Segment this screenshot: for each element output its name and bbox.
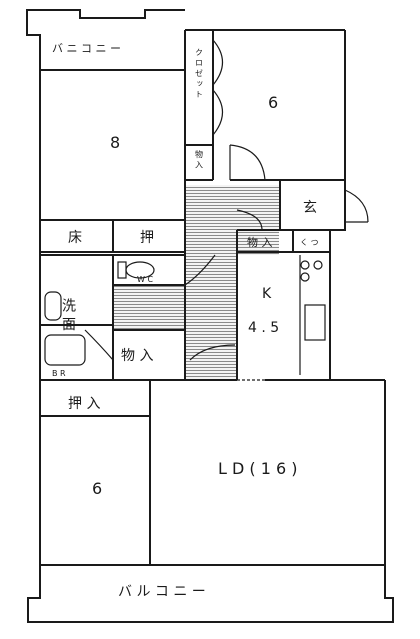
washbasin-icon — [44, 291, 62, 321]
room-6-top-label: 6 — [268, 93, 278, 112]
wc-door — [184, 254, 216, 286]
wash-label: 洗 面 — [60, 298, 76, 331]
storage-top-label: 物 入 — [195, 149, 204, 169]
storage-mid-door — [189, 344, 236, 361]
hallway-shading — [113, 185, 279, 380]
walls — [26, 9, 394, 623]
shoes-label: く つ — [300, 238, 319, 247]
entrance-label: 玄 — [303, 199, 317, 216]
hallway-vertical — [185, 255, 237, 380]
doors — [84, 39, 369, 381]
balcony-bottom-outline — [27, 565, 394, 623]
storage-kitchen-label: 物 入 — [247, 235, 273, 249]
stove-burner-icon-3 — [300, 272, 310, 282]
wash-door — [84, 329, 114, 361]
room-6-bottom-label: 6 — [92, 479, 102, 498]
balcony-bottom-label: バ ル コ ニ ー — [118, 584, 206, 600]
room-labels: バ ニ コ ニ ー ク ロ ゼ ッ ト 8 6 物 入 玄 床 押 物 入 く … — [52, 42, 319, 600]
closet-door-1 — [212, 39, 224, 86]
entrance-door — [344, 189, 369, 223]
tokonoma-label: 床 — [68, 230, 82, 246]
oshiire-top-label: 押 — [140, 230, 154, 246]
balcony-top-outline — [26, 9, 185, 70]
stove-burner-icon-2 — [313, 260, 323, 270]
closet-label: ク ロ ゼ ッ ト — [195, 48, 204, 98]
stove-burner-icon-1 — [300, 260, 310, 270]
oshiire-bottom-label: 押 入 — [68, 396, 100, 412]
fixtures — [44, 255, 326, 375]
room-8-label: 8 — [110, 133, 120, 152]
kitchen-size-label: 4 . 5 — [248, 320, 279, 336]
wall-entrance — [279, 179, 346, 231]
living-dining-label: L D ( 1 6 ) — [218, 459, 298, 478]
toilet-tank-icon — [117, 261, 127, 279]
bathtub-icon — [44, 334, 86, 366]
hall-door — [236, 209, 263, 231]
kitchen-label: K — [262, 286, 272, 302]
closet-door-2 — [212, 89, 224, 136]
room6-door — [229, 144, 266, 181]
hallway-corridor — [113, 285, 185, 330]
storage-mid-label: 物 入 — [121, 348, 153, 364]
bath-label: B R — [52, 369, 66, 378]
hallway-upper — [185, 185, 279, 255]
balcony-top-label: バ ニ コ ニ ー — [52, 42, 121, 55]
kitchen-sink-icon — [304, 304, 326, 341]
wc-label: W C — [137, 275, 153, 284]
